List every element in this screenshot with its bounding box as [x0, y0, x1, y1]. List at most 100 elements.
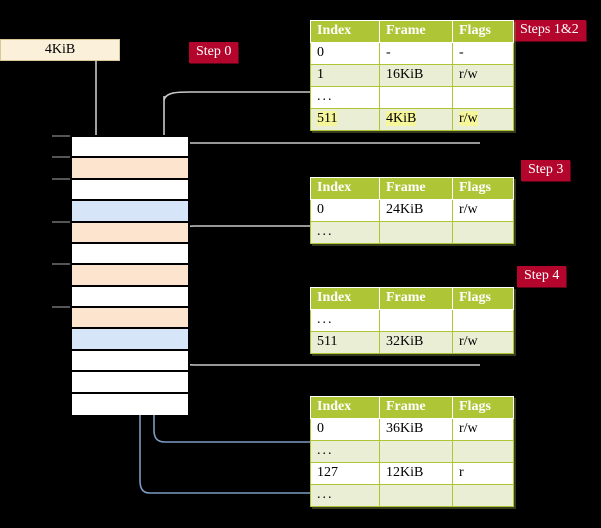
column-header-frame: Frame — [379, 20, 453, 43]
memory-frame-row — [72, 137, 188, 159]
column-header-index: Index — [310, 396, 380, 419]
column-header-flags: Flags — [452, 396, 514, 419]
table-cell: 32KiB — [379, 331, 453, 354]
table-cell — [379, 440, 453, 463]
memory-tick — [52, 220, 70, 223]
table-cell: r/w — [452, 64, 514, 87]
table-cell: r/w — [452, 199, 514, 222]
table-row: ... — [310, 86, 514, 109]
badge-step-4: Step 4 — [517, 266, 567, 287]
table-cell — [452, 86, 514, 109]
table-cell — [452, 484, 514, 507]
badge-step-3: Step 3 — [521, 160, 571, 181]
column-header-flags: Flags — [452, 177, 514, 200]
table-cell: 511 — [310, 108, 380, 131]
memory-tick — [52, 135, 70, 137]
memory-frame-row — [72, 329, 188, 351]
virtual-address-label: 4KiB — [44, 42, 76, 57]
table-row: 511 4KiB r/w — [310, 108, 514, 131]
column-header-frame: Frame — [379, 177, 453, 200]
memory-frame-row — [72, 222, 188, 244]
table-cell: r — [452, 462, 514, 485]
ellipsis: ... — [317, 224, 334, 239]
highlighted-value: 4KiB — [386, 111, 417, 126]
table-row: ... — [310, 309, 514, 332]
table-cell: ... — [310, 221, 380, 244]
table-cell — [379, 221, 453, 244]
table-cell: 127 — [310, 462, 380, 485]
table-cell: - — [379, 42, 453, 65]
table-row: ... — [310, 440, 514, 463]
memory-frame-row — [72, 350, 188, 373]
memory-tick — [52, 306, 70, 309]
table-cell: 0 — [310, 42, 380, 65]
table-cell: 12KiB — [379, 462, 453, 485]
column-header-index: Index — [310, 20, 380, 43]
column-header-flags: Flags — [452, 287, 514, 310]
table-cell: 16KiB — [379, 64, 453, 87]
memory-frame-row — [72, 372, 188, 394]
table-cell — [379, 86, 453, 109]
ellipsis: ... — [317, 443, 334, 458]
highlighted-value: r/w — [459, 111, 478, 126]
column-header-frame: Frame — [379, 287, 453, 310]
table-cell: 4KiB — [379, 108, 453, 131]
table-cell: 511 — [310, 331, 380, 354]
table-cell — [452, 221, 514, 244]
memory-frame-row — [72, 393, 188, 415]
table-cell: 1 — [310, 64, 380, 87]
memory-frame-row — [72, 201, 188, 223]
memory-frame-row — [72, 286, 188, 309]
table-row: ... — [310, 221, 514, 244]
table-cell — [379, 309, 453, 332]
highlighted-value: 511 — [317, 111, 338, 126]
badge-step-0: Step 0 — [189, 42, 239, 63]
physical-memory-column — [70, 135, 190, 415]
memory-tick — [52, 263, 70, 266]
memory-frame-row — [72, 265, 188, 287]
table-cell: r/w — [452, 108, 514, 131]
table-cell: r/w — [452, 418, 514, 441]
column-header-index: Index — [310, 177, 380, 200]
table-cell — [452, 309, 514, 332]
table-row: ... — [310, 484, 514, 507]
ellipsis: ... — [317, 89, 334, 104]
table-cell: 24KiB — [379, 199, 453, 222]
table-cell: 0 — [310, 418, 380, 441]
column-header-flags: Flags — [452, 20, 514, 43]
table-cell: 36KiB — [379, 418, 453, 441]
column-header-frame: Frame — [379, 396, 453, 419]
ellipsis: ... — [317, 312, 334, 327]
table-cell — [379, 484, 453, 507]
memory-frame-row — [72, 179, 188, 202]
memory-tick — [52, 156, 70, 159]
memory-tick — [52, 177, 70, 180]
badge-steps-1-2: Steps 1&2 — [513, 20, 586, 41]
memory-frame-row — [72, 308, 188, 330]
ellipsis: ... — [317, 487, 334, 502]
memory-frame-row — [72, 243, 188, 266]
table-row: 0-- — [310, 42, 514, 65]
table-cell: r/w — [452, 331, 514, 354]
virtual-address-box: 4KiB — [0, 39, 120, 61]
memory-frame-row — [72, 158, 188, 180]
table-cell — [452, 440, 514, 463]
table-cell: - — [452, 42, 514, 65]
table-cell: ... — [310, 484, 380, 507]
table-cell: ... — [310, 86, 380, 109]
column-header-index: Index — [310, 287, 380, 310]
table-cell: ... — [310, 440, 380, 463]
